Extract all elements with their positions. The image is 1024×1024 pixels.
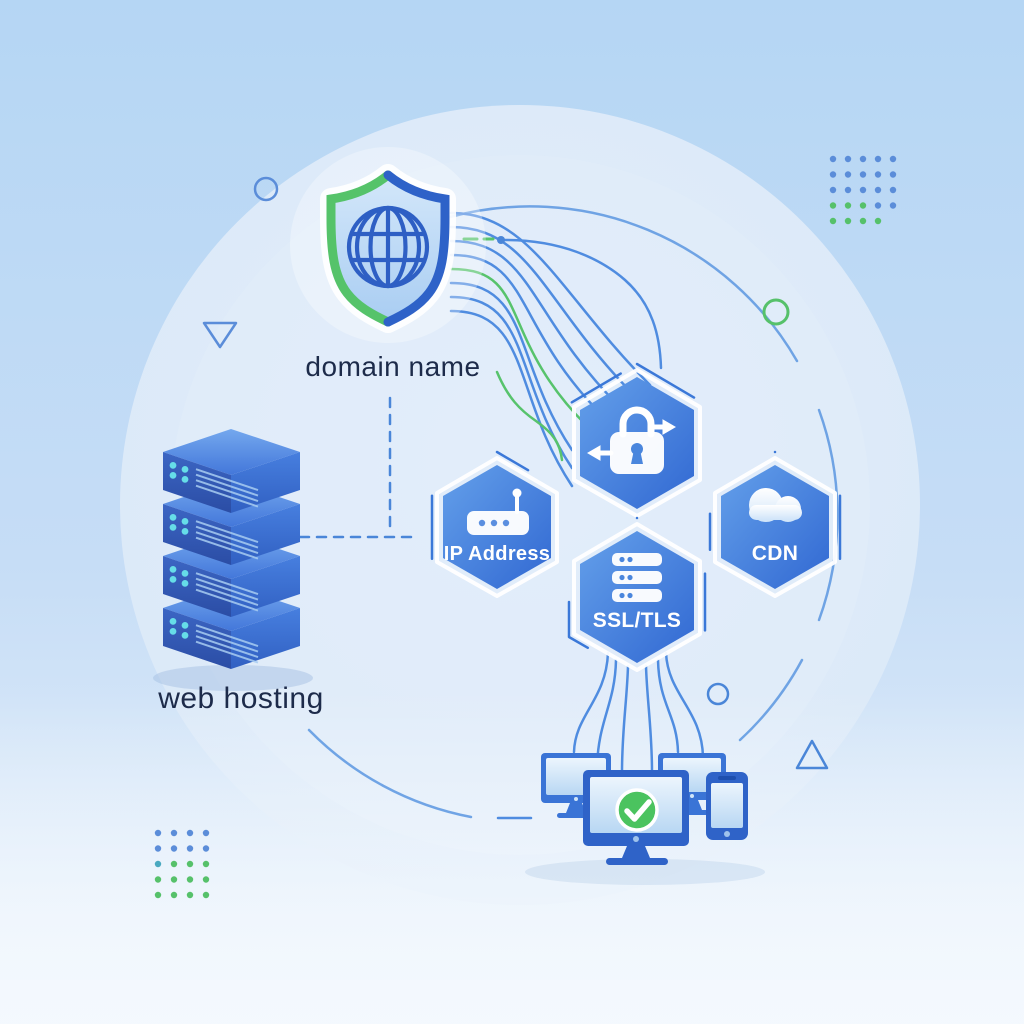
cdn-hexagon: CDN: [708, 450, 842, 604]
decor-dot: [202, 860, 210, 868]
server-unit: [163, 429, 300, 513]
rack-server-icon: [612, 553, 662, 602]
connection-lines-shield-to-hexagon: [449, 211, 663, 488]
triangle-down-icon: [202, 321, 238, 349]
decor-dot: [154, 845, 162, 852]
decor-dot: [829, 171, 837, 178]
decor-dot: [154, 860, 162, 868]
decor-dot: [859, 202, 867, 209]
domain-name-label: domain name: [305, 351, 480, 382]
dot-grid-bottom-left-icon: [154, 829, 210, 899]
decor-dot: [874, 186, 882, 194]
decor-dot: [874, 217, 882, 225]
background-bottom-fade: [0, 690, 1024, 1024]
lock-transfer-icon: [587, 406, 676, 474]
decor-dot: [844, 186, 852, 194]
decor-dot: [186, 860, 194, 868]
decor-dot: [186, 829, 194, 837]
cdn-label: CDN: [752, 542, 798, 565]
green-circle-icon: [762, 298, 790, 326]
connection-lines-hexagon-to-devices: [496, 651, 705, 820]
ip-address-hexagon: IP Address: [430, 450, 564, 604]
decor-dot: [202, 829, 210, 837]
decor-dot: [154, 829, 162, 837]
decor-dot: [170, 860, 178, 868]
line-endpoint-dot: [497, 236, 505, 244]
web-hosting-label: web hosting: [157, 682, 324, 715]
ssl-tls-hexagon: SSL/TLS: [567, 516, 707, 678]
decorative-shapes: [202, 176, 829, 770]
decor-dot: [859, 217, 867, 225]
decor-dot: [859, 186, 867, 194]
decor-dot: [829, 155, 837, 163]
decor-dot: [202, 845, 210, 852]
checkmark-icon: [615, 788, 659, 832]
decor-dot: [844, 217, 852, 225]
dashed-connectors: [298, 396, 414, 539]
decor-dot: [829, 186, 837, 194]
decor-dot: [889, 202, 897, 209]
devices-group: [525, 753, 765, 885]
circle-outline-icon: [706, 682, 730, 706]
decor-dot: [202, 891, 210, 899]
decor-dot: [844, 155, 852, 163]
decor-dot: [186, 891, 194, 899]
decor-dot: [829, 217, 837, 225]
decor-dot: [874, 171, 882, 178]
ssl-tls-label: SSL/TLS: [593, 609, 681, 632]
decor-dot: [889, 155, 897, 163]
decor-dot: [844, 202, 852, 209]
decor-dot: [889, 171, 897, 178]
decor-dot: [186, 876, 194, 883]
shield-globe-icon: [290, 147, 486, 343]
decor-dot: [859, 155, 867, 163]
dot-grid-top-right-icon: [829, 155, 897, 225]
globe-icon: [346, 205, 430, 289]
decor-dot: [844, 171, 852, 178]
cloud-icon: [749, 488, 802, 522]
decor-dot: [874, 155, 882, 163]
ip-address-label: IP Address: [444, 543, 550, 565]
triangle-up-icon: [795, 739, 829, 770]
decor-dot: [170, 829, 178, 837]
smartphone-icon: [706, 772, 748, 840]
circle-outline-icon: [253, 176, 279, 202]
decor-dot: [829, 202, 837, 209]
server-stack-icon: [153, 429, 313, 691]
secure-transfer-hexagon: [567, 362, 707, 524]
decor-dot: [859, 171, 867, 178]
decor-dot: [170, 891, 178, 899]
decor-dot: [889, 186, 897, 194]
router-icon: [467, 488, 529, 535]
decor-dot: [874, 202, 882, 209]
decor-dot: [170, 845, 178, 852]
decor-dot: [154, 891, 162, 899]
decor-dot: [186, 845, 194, 852]
decor-dot: [154, 876, 162, 883]
decor-dot: [202, 876, 210, 883]
decor-dot: [170, 876, 178, 883]
